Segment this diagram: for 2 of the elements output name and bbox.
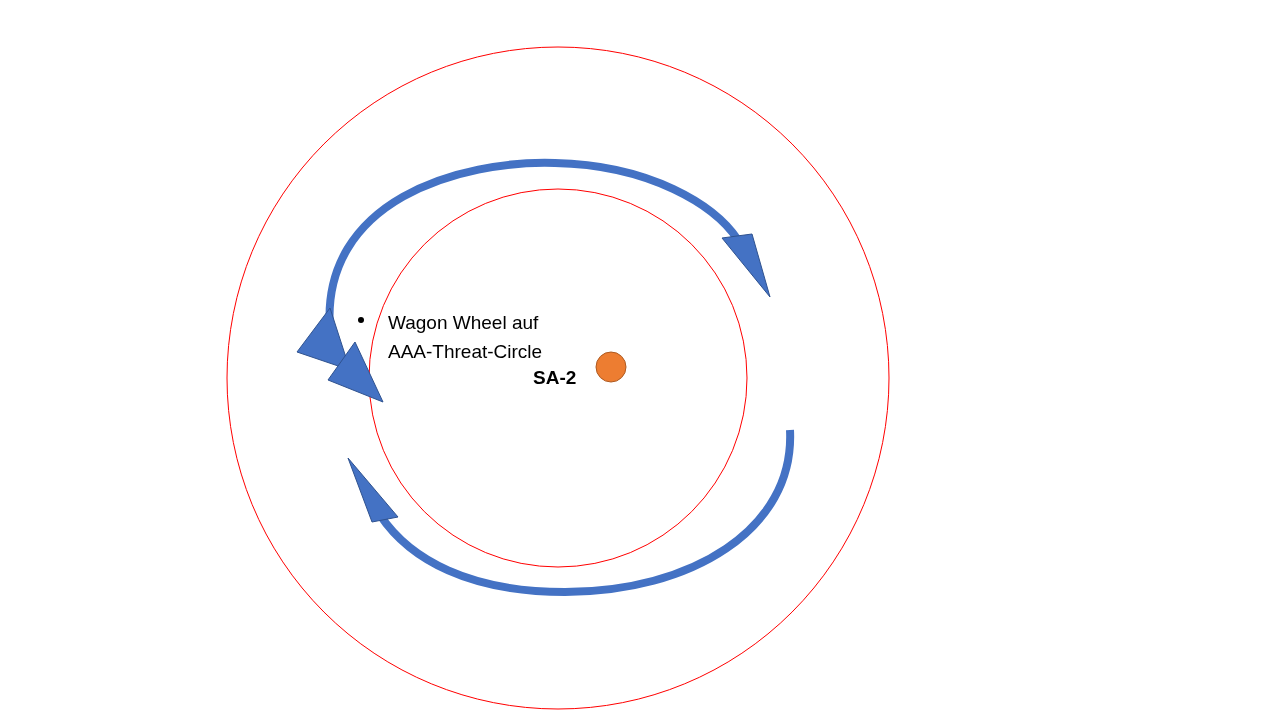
site-label: SA-2 xyxy=(533,367,577,389)
note-text: Wagon Wheel auf AAA-Threat-Circle xyxy=(388,311,544,364)
